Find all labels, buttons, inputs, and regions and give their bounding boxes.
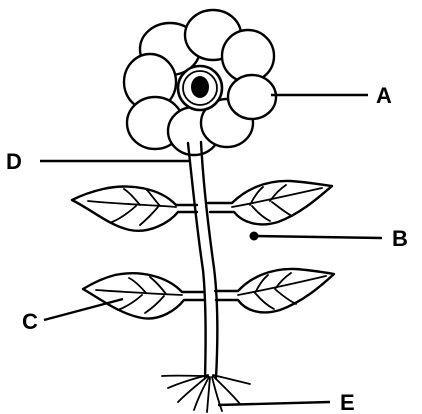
leaf-lower-left <box>83 273 204 318</box>
leaf-vein <box>272 202 292 216</box>
label-c-leader-line <box>44 299 123 320</box>
leaf-outline <box>208 181 332 224</box>
leaf-vein <box>256 294 274 309</box>
leaf-vein <box>129 278 146 293</box>
flower-center <box>178 66 222 110</box>
label-b: B <box>392 226 408 251</box>
root <box>207 377 210 412</box>
label-c: C <box>22 309 38 334</box>
leaf-upper-right <box>208 181 332 224</box>
label-a-group: A <box>271 83 392 108</box>
stem <box>188 142 217 378</box>
label-d: D <box>6 149 22 174</box>
petal <box>228 75 276 119</box>
leaf-vein <box>276 290 296 304</box>
label-a: A <box>376 83 392 108</box>
leaf-vein <box>118 295 142 310</box>
label-b-leader-line <box>254 236 382 238</box>
leaf-vein <box>140 207 158 225</box>
label-c-group: C <box>22 299 123 334</box>
roots <box>162 375 250 412</box>
label-e-leader-line <box>218 402 330 405</box>
leaf-vein <box>112 206 136 222</box>
label-e: E <box>340 390 355 414</box>
leaf-vein <box>88 201 176 207</box>
label-b-group: B <box>250 226 408 251</box>
leaf-vein <box>124 189 140 205</box>
leaf-vein <box>252 206 270 221</box>
leaf-upper-left <box>72 187 197 231</box>
flower-center-dot <box>191 76 209 98</box>
leaf-outline <box>72 187 197 231</box>
leaf-vein <box>145 296 164 313</box>
leaf-outline <box>83 273 204 318</box>
leaf-lower-right <box>215 269 334 312</box>
leaf-vein <box>270 185 286 201</box>
stem-right-edge <box>201 142 217 378</box>
label-d-group: D <box>6 149 189 174</box>
leaf-outline <box>215 269 334 312</box>
leaf-vein <box>96 290 182 295</box>
